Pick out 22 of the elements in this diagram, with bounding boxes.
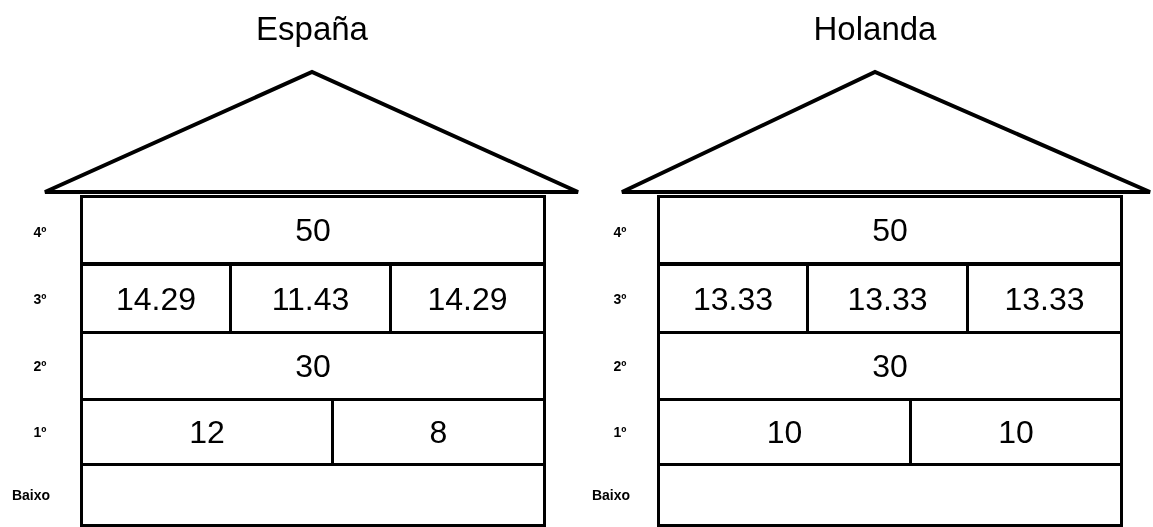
floor-label: 1º bbox=[33, 425, 47, 439]
floor-label: 2º bbox=[613, 359, 627, 373]
house-title: Holanda bbox=[813, 12, 937, 45]
value-cell: 30 bbox=[657, 331, 1123, 401]
floor-label: Baixo bbox=[11, 488, 51, 502]
value-cell: 13.33 bbox=[966, 263, 1123, 334]
floor-label: Baixo bbox=[591, 488, 631, 502]
floor-label: 2º bbox=[33, 359, 47, 373]
empty-floor-box bbox=[80, 463, 546, 527]
floor-label: 4º bbox=[33, 225, 47, 239]
value-cell: 14.29 bbox=[389, 263, 546, 334]
empty-floor-box bbox=[657, 463, 1123, 527]
house-title: España bbox=[256, 12, 368, 45]
value-cell: 13.33 bbox=[657, 263, 809, 334]
floor-label: 1º bbox=[613, 425, 627, 439]
value-cell: 14.29 bbox=[80, 263, 232, 334]
floor-label: 4º bbox=[613, 225, 627, 239]
floor-label: 3º bbox=[613, 292, 627, 306]
value-cell: 50 bbox=[657, 195, 1123, 265]
value-cell: 30 bbox=[80, 331, 546, 401]
floor-label: 3º bbox=[33, 292, 47, 306]
value-cell: 50 bbox=[80, 195, 546, 265]
